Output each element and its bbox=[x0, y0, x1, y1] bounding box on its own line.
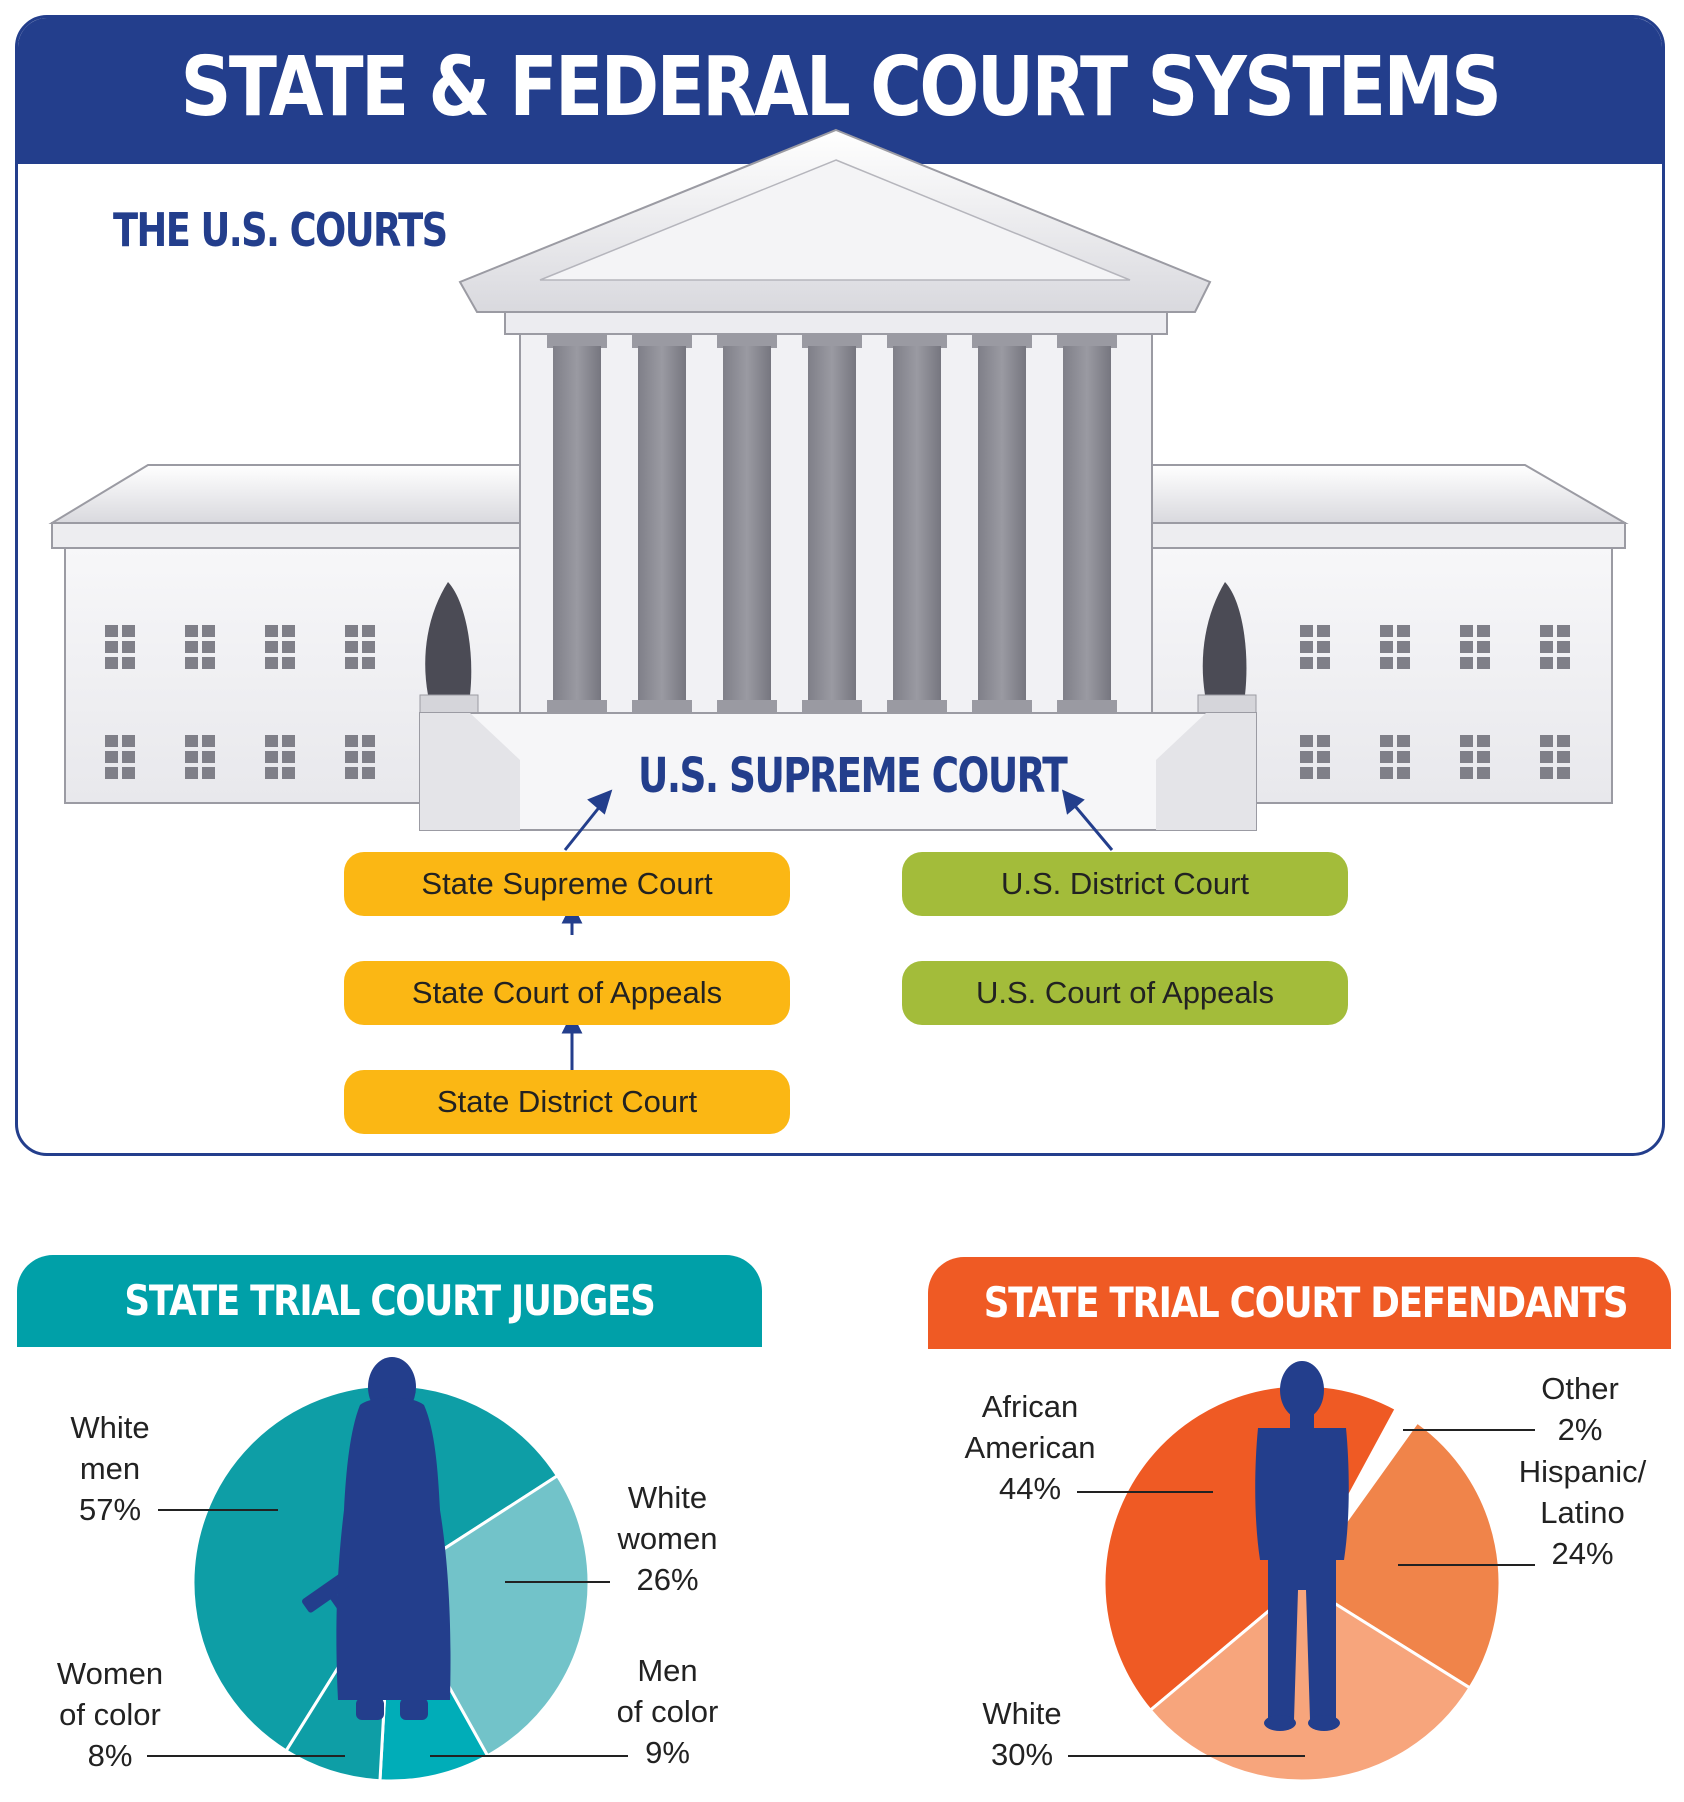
judges-header: STATE TRIAL COURT JUDGES bbox=[17, 1255, 762, 1347]
judges-chart-title: STATE TRIAL COURT JUDGES bbox=[124, 1276, 655, 1325]
left-statue bbox=[419, 582, 479, 714]
supreme-court-label: U.S. SUPREME COURT bbox=[638, 748, 1068, 804]
defendant-silhouette-icon bbox=[1255, 1361, 1349, 1731]
portico bbox=[419, 128, 1257, 831]
defendants-chart-title: STATE TRIAL COURT DEFENDANTS bbox=[983, 1278, 1629, 1327]
us-court-of-appeals-pill: U.S. Court of Appeals bbox=[902, 961, 1348, 1025]
state-district-court-pill: State District Court bbox=[344, 1070, 790, 1134]
state-court-of-appeals-pill: State Court of Appeals bbox=[344, 961, 790, 1025]
judge-silhouette-icon bbox=[302, 1357, 451, 1720]
appeal-arrows bbox=[561, 789, 1114, 1072]
defendants-header: STATE TRIAL COURT DEFENDANTS bbox=[928, 1257, 1671, 1349]
building-windows bbox=[105, 625, 1570, 779]
leader-lines bbox=[147, 1429, 1535, 1757]
page-title: STATE & FEDERAL COURT SYSTEMS bbox=[180, 40, 1502, 135]
pie-slice-hispanic-latino bbox=[1299, 1419, 1502, 1690]
gavel-icon bbox=[302, 1567, 359, 1631]
supreme-court-building-illustration bbox=[48, 128, 1629, 1072]
section-subtitle: THE U.S. COURTS bbox=[113, 203, 448, 257]
us-district-court-pill: U.S. District Court bbox=[902, 852, 1348, 916]
pie-slice-white-women bbox=[389, 1473, 591, 1758]
portico-columns bbox=[547, 334, 1117, 713]
state-supreme-court-pill: State Supreme Court bbox=[344, 852, 790, 916]
